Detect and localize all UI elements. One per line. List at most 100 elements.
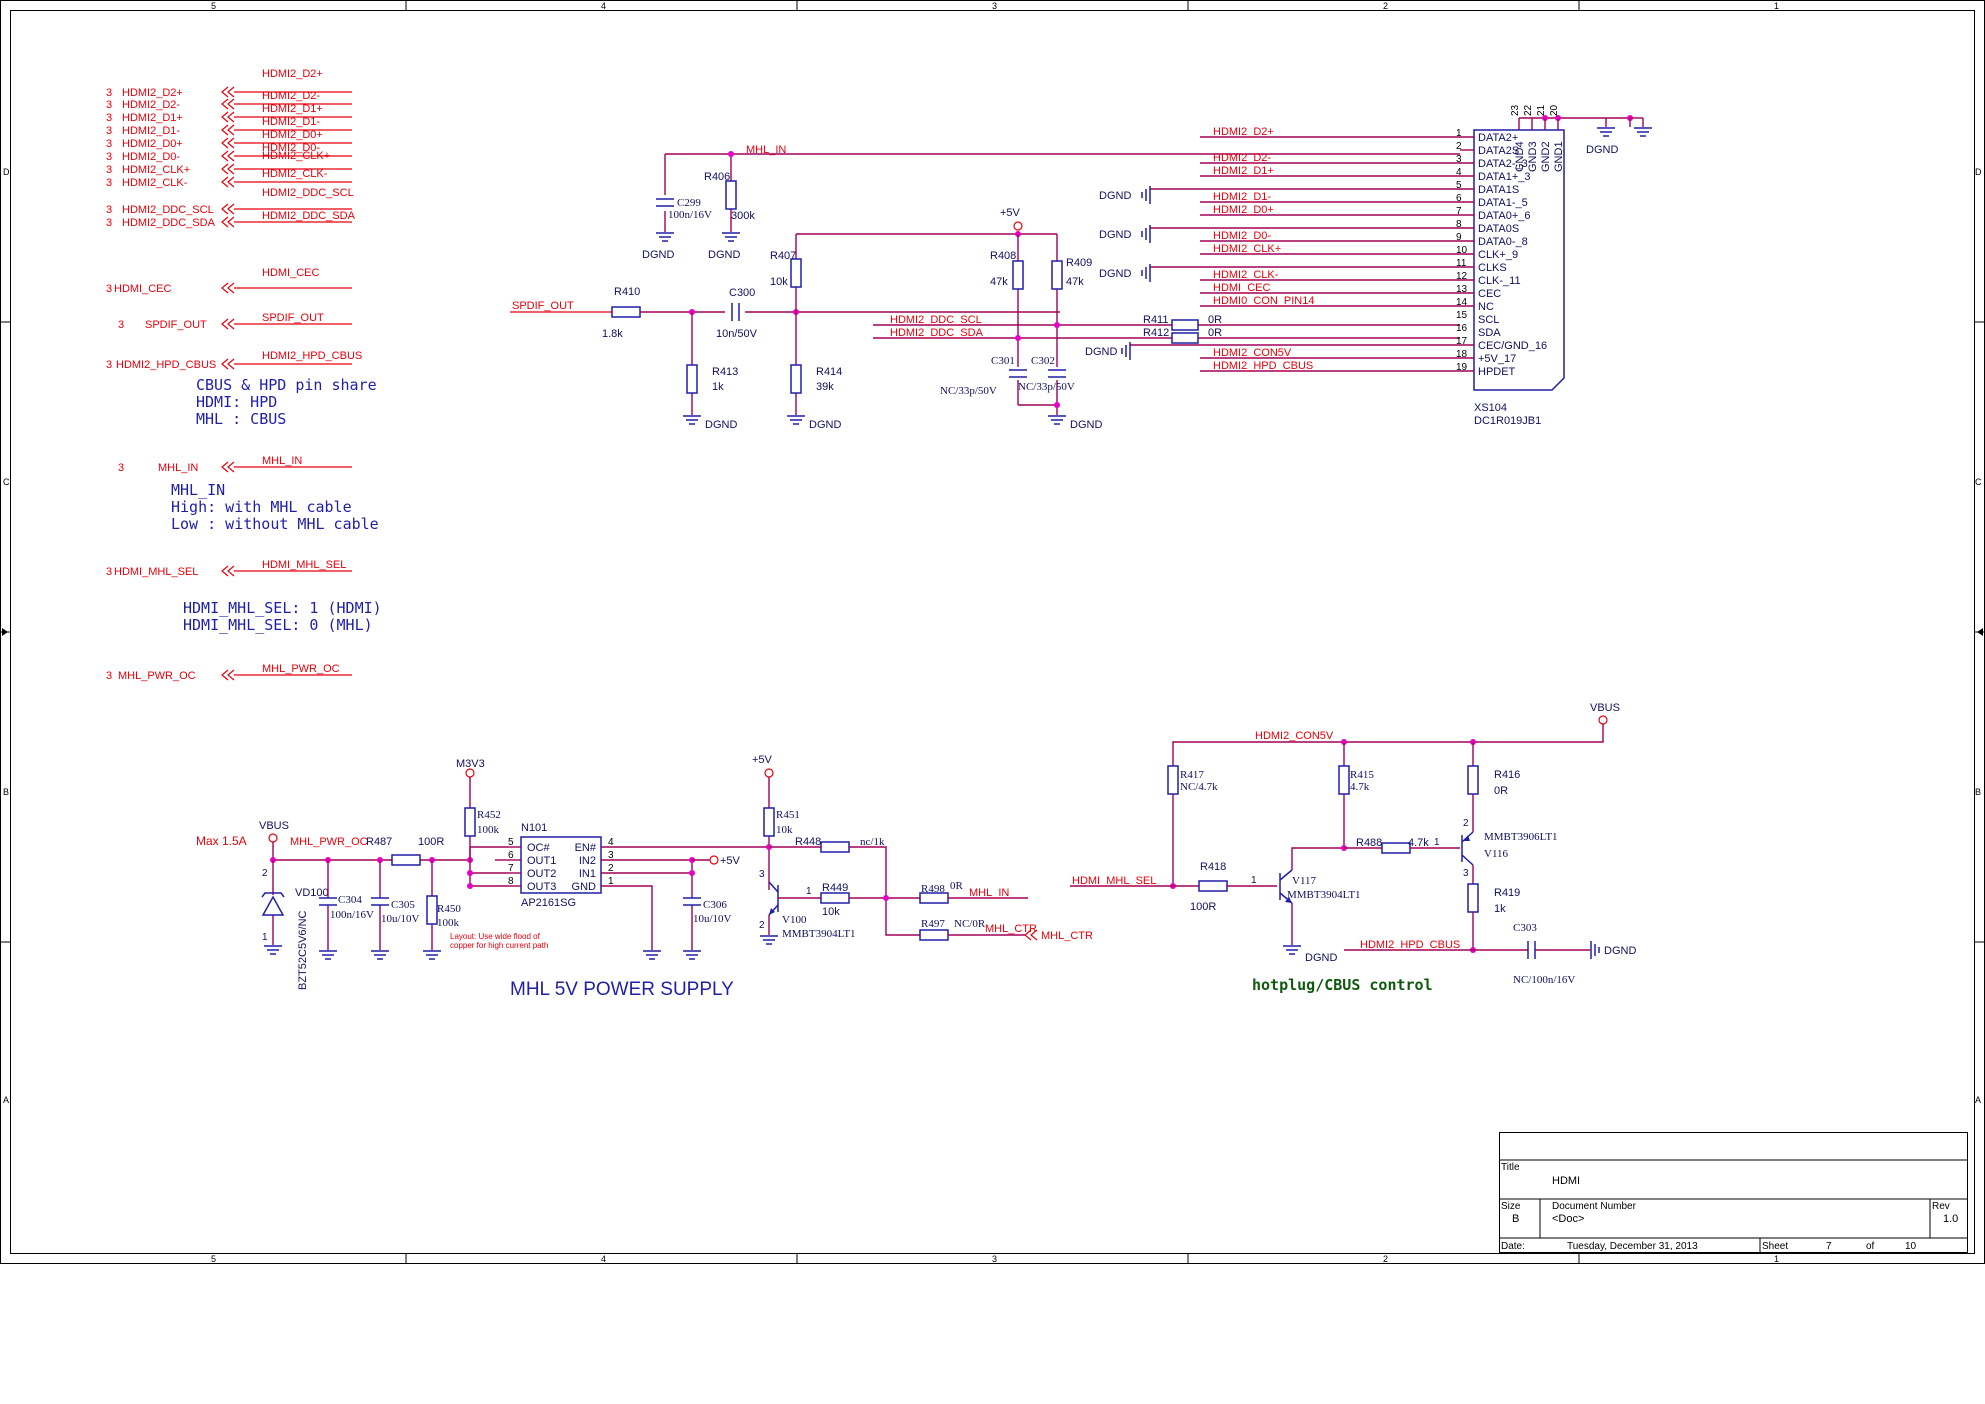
port-name: SPDIF_OUT <box>145 319 207 331</box>
resistor-r414: R414 39k <box>790 364 842 394</box>
net-label: HDMI2_DDC_SCL <box>890 314 982 326</box>
resistor-r488: R488 4.7k <box>1356 837 1429 854</box>
port-name: HDMI2_CLK- <box>122 177 188 189</box>
pin-name: GND3 <box>1527 141 1539 172</box>
ref-label: C303 <box>1513 922 1537 934</box>
value-label: 0R <box>1208 327 1222 339</box>
ref-label: V117 <box>1292 875 1317 887</box>
date-value: Tuesday, December 31, 2013 <box>1567 1241 1698 1252</box>
net-label: HDMI2_HPD_CBUS <box>1360 939 1460 951</box>
ref-label: V116 <box>1484 848 1509 860</box>
title-label: Title <box>1501 1162 1520 1173</box>
pin-name: SCL <box>1478 314 1499 326</box>
value-label: NC/100n/16V <box>1513 974 1575 986</box>
ref-label: R450 <box>437 903 461 915</box>
pin-name: OUT3 <box>527 881 556 893</box>
pin-number: 2 <box>608 863 614 874</box>
offpage-port: 3 HDMI2_CLK- HDMI2_CLK- <box>106 168 352 189</box>
value-label: BZT52C5V6/NC <box>297 910 309 990</box>
port-sheet-number: 3 <box>106 283 112 295</box>
resistor-r498: R498 0R <box>919 880 964 904</box>
pin-number: 23 <box>1510 104 1521 116</box>
note-cbus-hpd: CBUS & HPD pin share HDMI: HPD MHL : CBU… <box>196 376 377 428</box>
power-label: VBUS <box>1590 702 1620 714</box>
pin-net-label: HDMI_CEC <box>1213 282 1271 294</box>
port-net-label: HDMI2_D0+ <box>262 129 323 141</box>
rev-label: Rev <box>1932 1201 1950 1212</box>
gnd-label: DGND <box>708 249 740 261</box>
port-sheet-number: 3 <box>106 125 112 137</box>
row-label: D <box>3 167 10 177</box>
resistor-r410: R410 1.8k <box>602 286 641 340</box>
ref-label: R409 <box>1066 257 1092 269</box>
resistor-r448: R448 nc/1k <box>795 836 885 853</box>
resistor-r487: R487 100R <box>366 836 444 866</box>
pin-name: IN2 <box>579 855 596 867</box>
resistor-r408: R408 47k <box>990 250 1024 290</box>
pin-name: +5V_17 <box>1478 353 1516 365</box>
pin-name: DATA1S <box>1478 184 1519 196</box>
resistor-r497: R497 NC/0R <box>919 918 986 941</box>
ref-label: R498 <box>921 883 945 895</box>
pin-number: 1 <box>1434 837 1440 848</box>
hotplug-circuit: hotplug/CBUS control VBUS HDMI2_CON5V R4… <box>1070 702 1636 994</box>
net-label: HDMI2_DDC_SDA <box>890 327 984 339</box>
col-label: 5 <box>211 1 216 11</box>
pin-name: GND4 <box>1514 141 1526 172</box>
total-value: 10 <box>1905 1241 1917 1252</box>
note-line: MHL_IN <box>171 481 225 499</box>
port-net-label: HDMI2_CLK- <box>262 168 328 180</box>
ref-label: C302 <box>1031 355 1055 367</box>
pin-number: 2 <box>1456 141 1462 152</box>
resistor-r418: R418 100R <box>1190 861 1228 913</box>
pin-name: DATA2-_3 <box>1478 158 1528 170</box>
top-circuit: MHL_IN C299 100n/16V DGND R406 300k DGND… <box>510 144 1460 431</box>
transistor-v100: 3 1 2 V100 MMBT3904LT1 <box>759 869 856 940</box>
value-label: NC/33p/50V <box>1018 381 1075 393</box>
power-port-5v <box>1013 221 1023 231</box>
part-label: DC1R019JB1 <box>1474 415 1541 427</box>
pin-number: 1 <box>1251 875 1257 886</box>
resistor-r449: R449 10k <box>820 882 850 918</box>
net-label: HDMI_MHL_SEL <box>1072 875 1156 887</box>
title-value: HDMI <box>1552 1175 1580 1187</box>
port-name: HDMI2_D2- <box>122 99 180 111</box>
pin-number: 3 <box>1456 154 1462 165</box>
power-label: +5V <box>1000 207 1021 219</box>
ref-label: R411 <box>1143 314 1168 326</box>
power-port-5v <box>764 768 774 778</box>
resistor-r411: R411 0R <box>1143 314 1222 331</box>
value-label: 10k <box>776 824 793 836</box>
pin-name: DATA0-_8 <box>1478 236 1528 248</box>
pin-number: 9 <box>1456 232 1462 243</box>
gnd-label: DGND <box>1305 952 1337 964</box>
port-name: HDMI_CEC <box>114 283 172 295</box>
pin-number: 13 <box>1456 284 1468 295</box>
ref-label: R497 <box>921 918 945 930</box>
docnum-label: Document Number <box>1552 1201 1637 1212</box>
section-title: MHL 5V POWER SUPPLY <box>510 979 734 1000</box>
size-value: B <box>1512 1213 1519 1225</box>
pin-number: 3 <box>759 869 765 880</box>
value-label: MMBT3906LT1 <box>1484 831 1558 843</box>
capacitor-c301: C301 NC/33p/50V <box>940 355 1027 397</box>
pin-name: OC# <box>527 842 551 854</box>
pin-number: 3 <box>1463 868 1469 879</box>
port-sheet-number: 3 <box>106 177 112 189</box>
ref-label: R417 <box>1180 769 1204 781</box>
max-current-label: Max 1.5A <box>196 834 247 848</box>
port-net-label: HDMI_MHL_SEL <box>262 559 346 571</box>
